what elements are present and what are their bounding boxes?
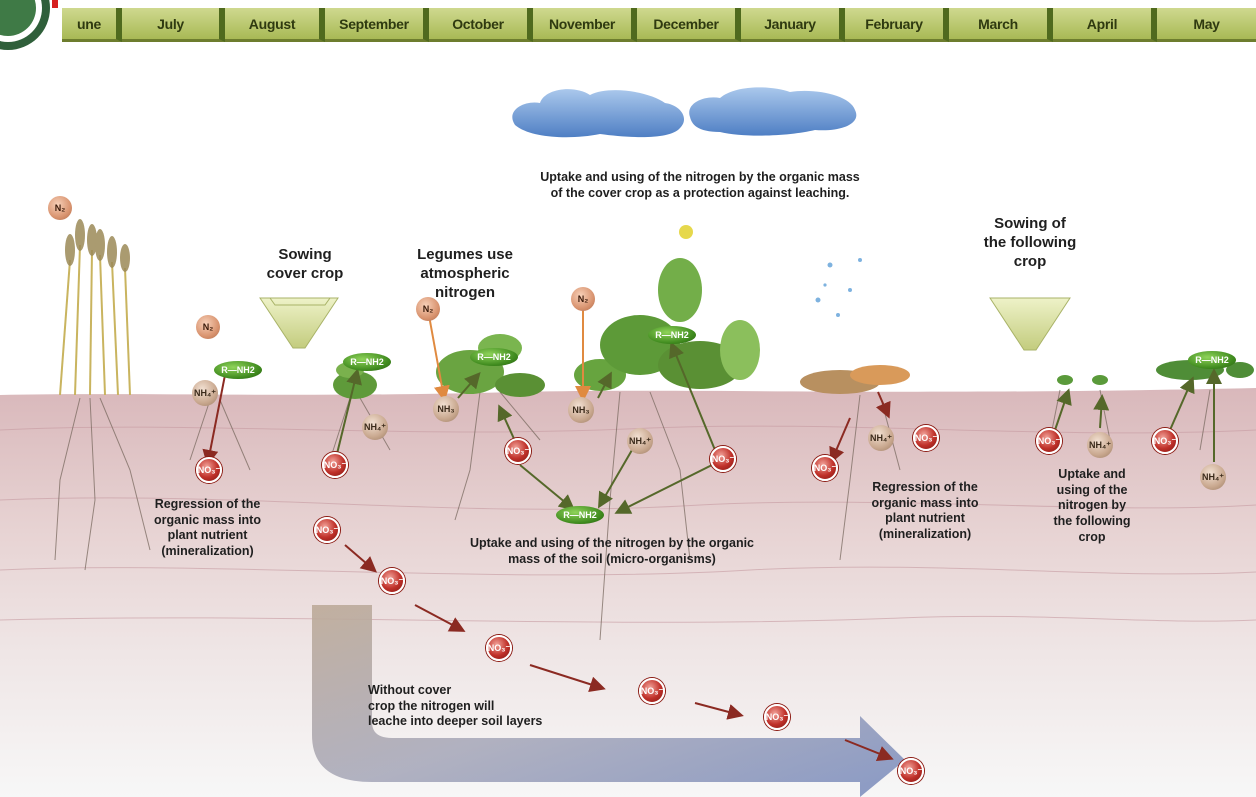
n2-molecule-icon: N₂ bbox=[571, 287, 595, 311]
n2-molecule-icon: N₂ bbox=[48, 196, 72, 220]
nitrate-icon: NO₃⁻ bbox=[898, 758, 924, 784]
without-cover-label: Without cover crop the nitrogen will lea… bbox=[368, 683, 578, 730]
month-cell: September bbox=[325, 8, 429, 42]
regression-label-right: Regression of the organic mass into plan… bbox=[855, 480, 995, 543]
month-cell: November bbox=[533, 8, 637, 42]
nitrate-icon: NO₃⁻ bbox=[1152, 428, 1178, 454]
ammonium-icon: NH₄⁺ bbox=[627, 428, 653, 454]
uptake-soil-label: Uptake and using of the nitrogen by the … bbox=[442, 536, 782, 567]
n2-molecule-icon: N₂ bbox=[196, 315, 220, 339]
uptake-cover-crop-label: Uptake and using of the nitrogen by the … bbox=[480, 170, 920, 201]
month-cell: April bbox=[1053, 8, 1157, 42]
ammonium-icon: NH₄⁺ bbox=[868, 425, 894, 451]
ammonium-icon: NH₄⁺ bbox=[192, 380, 218, 406]
logo-corner bbox=[0, 0, 58, 50]
sowing-arrow-icon bbox=[260, 298, 338, 348]
nitrate-icon: NO₃⁻ bbox=[710, 446, 736, 472]
ammonium-icon: NH₄⁺ bbox=[1200, 464, 1226, 490]
month-cell: May bbox=[1157, 8, 1256, 42]
nitrate-icon: NO₃⁻ bbox=[379, 568, 405, 594]
organic-nitrogen-icon: R—NH2 bbox=[470, 348, 518, 366]
month-cell: February bbox=[845, 8, 949, 42]
regression-label-left: Regression of the organic mass into plan… bbox=[135, 497, 280, 560]
sowing-cover-crop-label: Sowing cover crop bbox=[250, 246, 360, 284]
ammonium-icon: NH₄⁺ bbox=[1087, 432, 1113, 458]
nitrate-icon: NO₃⁻ bbox=[764, 704, 790, 730]
nitrate-icon: NO₃⁻ bbox=[322, 452, 348, 478]
snow-icon bbox=[816, 258, 863, 317]
nitrate-icon: NO₃⁻ bbox=[639, 678, 665, 704]
nitrate-icon: NO₃⁻ bbox=[314, 517, 340, 543]
wheat-plant-icon bbox=[60, 245, 130, 395]
organic-nitrogen-icon: R—NH2 bbox=[648, 326, 696, 344]
month-cell: October bbox=[429, 8, 533, 42]
ammonium-icon: NH₄⁺ bbox=[362, 414, 388, 440]
month-cell: January bbox=[741, 8, 845, 42]
month-cell: une bbox=[62, 8, 122, 42]
sowing-arrow-icon-2 bbox=[990, 298, 1070, 350]
month-cell: July bbox=[122, 8, 225, 42]
month-cell: August bbox=[225, 8, 325, 42]
nitrate-icon: NO₃⁻ bbox=[1036, 428, 1062, 454]
legumes-label: Legumes use atmospheric nitrogen bbox=[410, 246, 520, 302]
cloud-icon bbox=[512, 87, 856, 137]
sowing-following-crop-label: Sowing of the following crop bbox=[975, 215, 1085, 271]
ammonia-icon: NH₃ bbox=[568, 397, 594, 423]
uptake-following-crop-label: Uptake and using of the nitrogen by the … bbox=[1042, 467, 1142, 545]
soil-layer bbox=[0, 388, 1256, 797]
month-cell: March bbox=[949, 8, 1053, 42]
nitrate-icon: NO₃⁻ bbox=[196, 457, 222, 483]
nitrate-icon: NO₃⁻ bbox=[486, 635, 512, 661]
organic-nitrogen-icon: R—NH2 bbox=[343, 353, 391, 371]
nitrate-icon: NO₃⁻ bbox=[505, 438, 531, 464]
nitrate-icon: NO₃⁻ bbox=[812, 455, 838, 481]
organic-nitrogen-icon: R—NH2 bbox=[1188, 351, 1236, 369]
organic-nitrogen-icon: R—NH2 bbox=[214, 361, 262, 379]
ammonia-icon: NH₃ bbox=[433, 396, 459, 422]
n2-molecule-icon: N₂ bbox=[416, 297, 440, 321]
organic-nitrogen-icon: R—NH2 bbox=[556, 506, 604, 524]
nitrate-icon: NO₃⁻ bbox=[913, 425, 939, 451]
month-cell: December bbox=[637, 8, 741, 42]
